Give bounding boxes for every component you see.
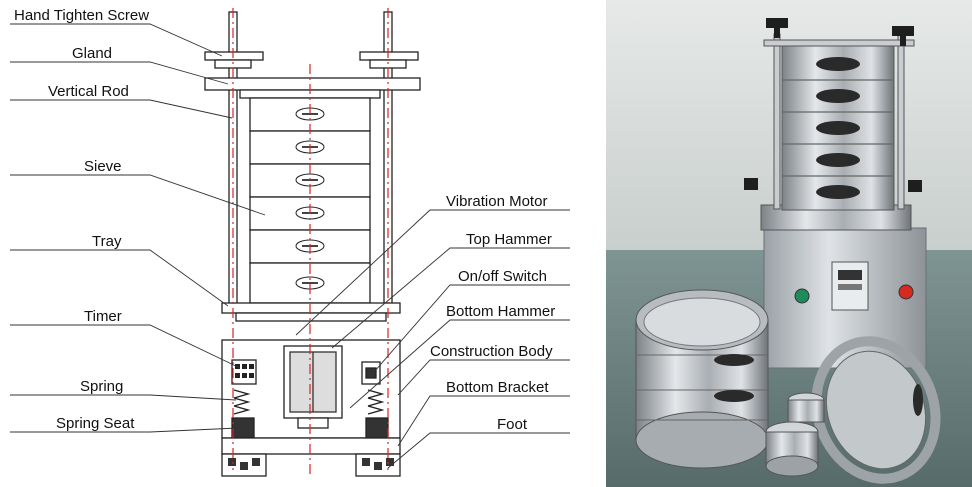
knob-icon[interactable] <box>892 26 914 46</box>
loose-sieves <box>635 289 941 484</box>
machine-drawing <box>204 8 421 478</box>
knob-icon[interactable] <box>766 18 788 38</box>
sieve-shaker-diagram: Hand Tighten Screw Gland Vertical Rod Si… <box>10 7 570 478</box>
label-construction-body: Construction Body <box>430 343 553 360</box>
label-on-off-switch: On/off Switch <box>458 268 547 285</box>
label-vertical-rod: Vertical Rod <box>48 83 129 100</box>
label-hand-tighten-screw: Hand Tighten Screw <box>14 7 149 24</box>
sieve-stack-photo <box>744 18 922 231</box>
red-switch[interactable] <box>898 284 914 300</box>
label-vibration-motor: Vibration Motor <box>446 193 547 210</box>
label-bottom-hammer: Bottom Hammer <box>446 303 555 320</box>
label-bottom-bracket: Bottom Bracket <box>446 379 549 396</box>
green-switch[interactable] <box>794 288 810 304</box>
label-gland: Gland <box>72 45 112 62</box>
label-spring: Spring <box>80 378 123 395</box>
sieve-shaker-photo <box>606 0 972 487</box>
label-top-hammer: Top Hammer <box>466 231 552 248</box>
label-foot: Foot <box>497 416 528 433</box>
label-tray: Tray <box>92 233 122 250</box>
label-timer: Timer <box>84 308 122 325</box>
leader-lines <box>10 23 570 469</box>
label-sieve: Sieve <box>84 158 122 175</box>
label-spring-seat: Spring Seat <box>56 415 135 432</box>
